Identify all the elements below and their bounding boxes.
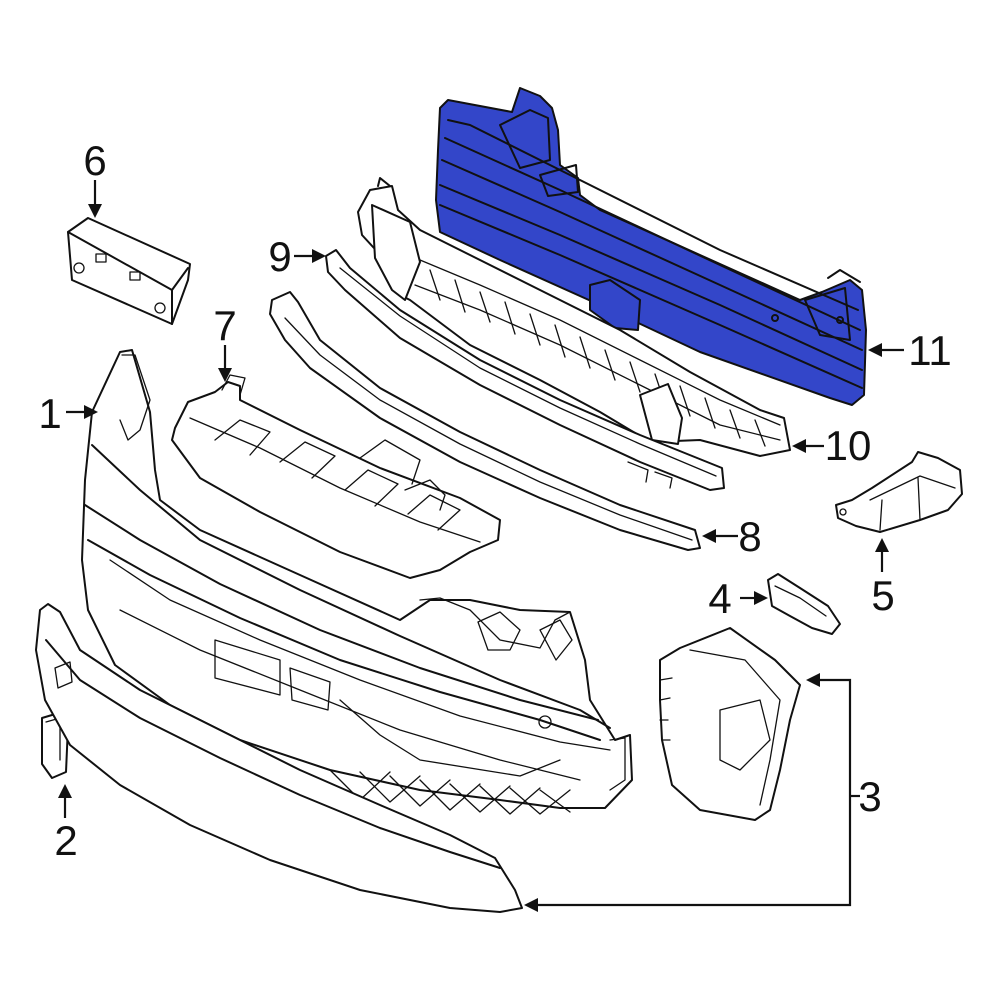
callout-3[interactable]: 3: [858, 773, 882, 820]
callout-1[interactable]: 1: [38, 390, 62, 437]
callout-9[interactable]: 9: [268, 233, 292, 280]
part-7-lower-shield[interactable]: [171, 374, 501, 579]
part-5-crash-box[interactable]: [835, 451, 963, 533]
callout-10[interactable]: 10: [824, 422, 872, 469]
part-6-license-bracket[interactable]: [67, 217, 191, 325]
part-10-energy-absorber[interactable]: [357, 177, 791, 457]
part-8-lower-strip[interactable]: [269, 291, 701, 551]
part-1-bumper-cover[interactable]: [81, 349, 633, 815]
callout-11[interactable]: 11: [908, 327, 952, 374]
callout-leaders: [58, 180, 904, 912]
part-4-sensor-bracket[interactable]: [767, 573, 841, 635]
part-9-bracket-strip[interactable]: [325, 249, 725, 491]
callout-2[interactable]: 2: [54, 817, 78, 864]
callout-8[interactable]: 8: [738, 513, 762, 560]
callout-6[interactable]: 6: [83, 137, 107, 184]
part-3-valance[interactable]: [35, 603, 801, 913]
callout-5[interactable]: 5: [871, 572, 895, 619]
part-11-reinforcement-beam[interactable]: [435, 87, 867, 406]
callout-4[interactable]: 4: [708, 575, 732, 622]
callout-7[interactable]: 7: [213, 302, 237, 349]
